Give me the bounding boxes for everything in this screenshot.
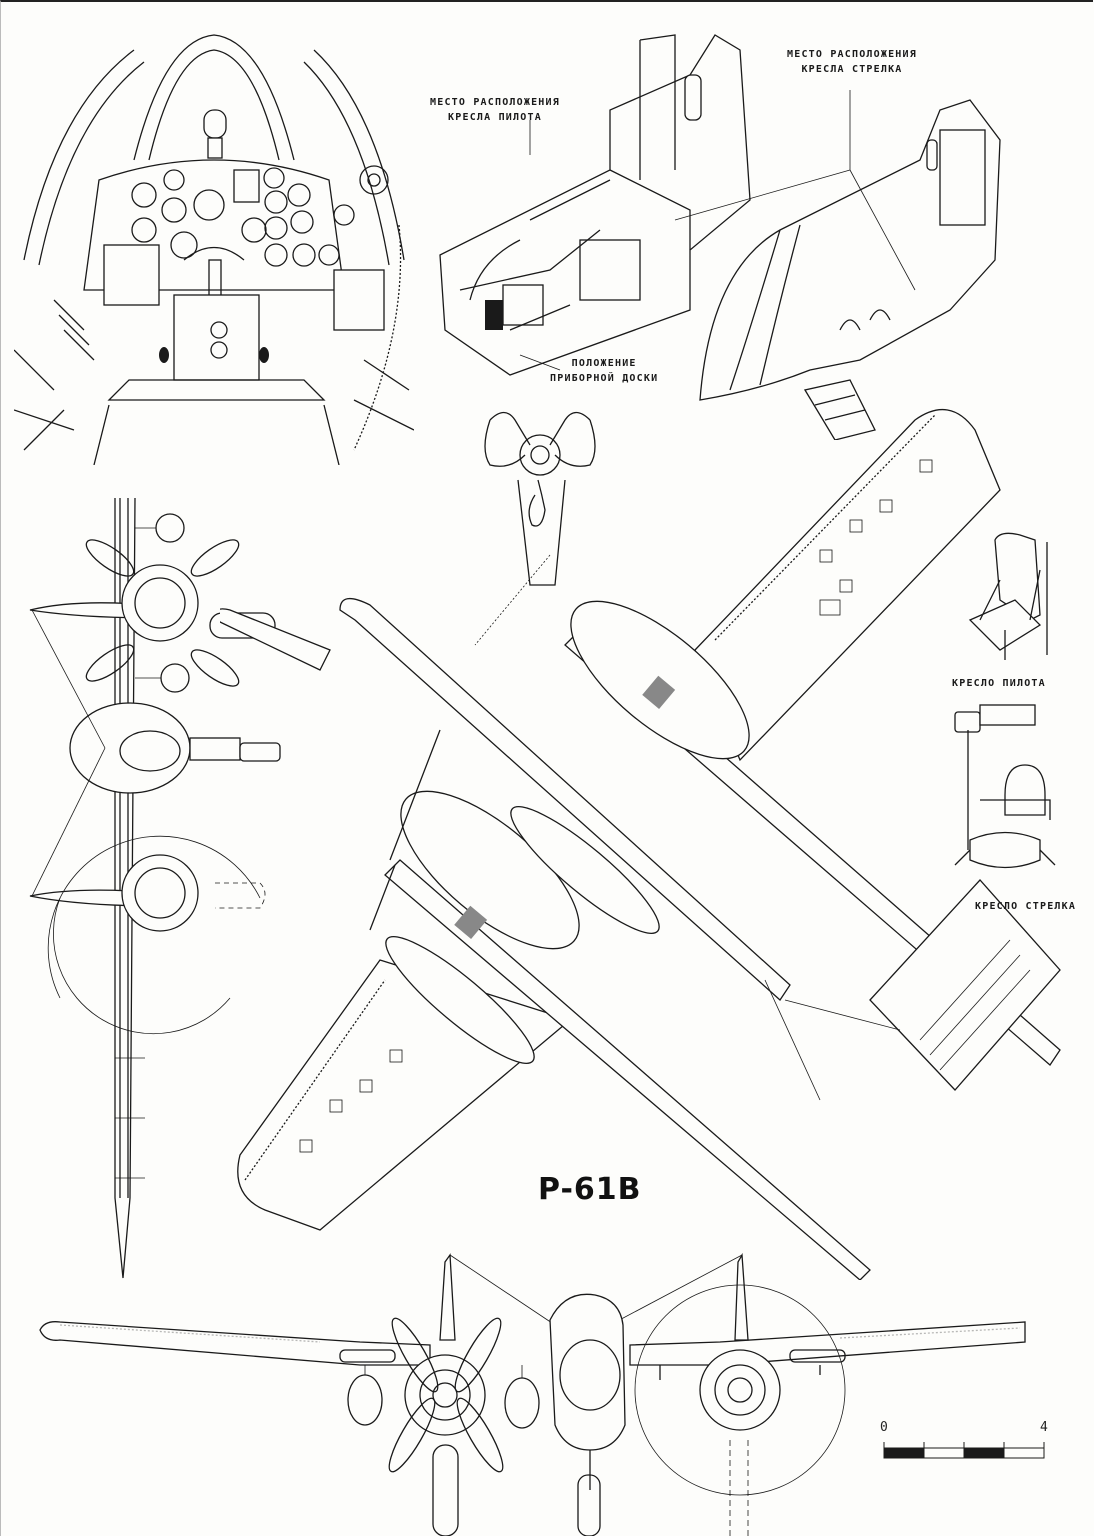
control-yoke-view (470, 400, 610, 600)
right-engine-front (634, 1284, 846, 1536)
scale-segment (923, 1447, 965, 1459)
instrument-panel-position-line1: ПОЛОЖЕНИЕ (571, 358, 637, 369)
side-profile-view (20, 498, 320, 1298)
instrument-gauges (131, 167, 355, 267)
pilot-seat-location-line1: МЕСТО РАСПОЛОЖЕНИЯ (430, 97, 560, 108)
left-engine-front (388, 1317, 504, 1536)
cockpit-interior-view (14, 30, 414, 465)
fuselage-cutaway-view (430, 30, 1094, 440)
scale-segment (1003, 1447, 1045, 1459)
scale-bar (883, 1438, 1045, 1460)
right-wing (694, 408, 1001, 762)
instrument-panel-position-label: ПОЛОЖЕНИЕ ПРИБОРНОЙ ДОСКИ (550, 356, 658, 386)
scale-segment (963, 1447, 1005, 1459)
scale-start-label: 0 (880, 1420, 888, 1435)
drop-tanks-front (347, 1365, 821, 1429)
aircraft-designation-title: P-61B (538, 1172, 642, 1207)
pilot-seat-location-line2: КРЕСЛА ПИЛОТА (448, 112, 542, 123)
drop-tanks (385, 806, 660, 1064)
engine-nacelles (369, 600, 750, 950)
front-wings (39, 1321, 1026, 1366)
plan-view (220, 400, 1090, 1280)
gunner-seat-location-line2: КРЕСЛА СТРЕЛКА (801, 64, 903, 75)
pilot-seat-location-label: МЕСТО РАСПОЛОЖЕНИЯ КРЕСЛА ПИЛОТА (430, 95, 560, 125)
front-view (30, 1250, 1070, 1536)
gunner-seat-label: КРЕСЛО СТРЕЛКА (975, 901, 1077, 912)
instrument-panel-position-line2: ПРИБОРНОЙ ДОСКИ (550, 373, 659, 384)
scale-end-label: 4 (1040, 1420, 1048, 1435)
gunner-seat-location-label: МЕСТО РАСПОЛОЖЕНИЯ КРЕСЛА СТРЕЛКА (787, 47, 917, 77)
vertical-tails (439, 1252, 749, 1341)
gunner-compartment-cutaway (699, 99, 1001, 440)
left-wing (237, 959, 572, 1231)
fuselage-nacelle (220, 598, 791, 1001)
gunner-seat-view (940, 700, 1060, 880)
pilot-seat-view (960, 520, 1060, 665)
pilot-seat-label: КРЕСЛО ПИЛОТА (952, 678, 1046, 689)
fuselage-front (549, 1293, 626, 1536)
gunner-seat-location-line1: МЕСТО РАСПОЛОЖЕНИЯ (787, 49, 917, 60)
scale-segment (883, 1447, 925, 1459)
pilot-compartment-cutaway (439, 34, 751, 376)
